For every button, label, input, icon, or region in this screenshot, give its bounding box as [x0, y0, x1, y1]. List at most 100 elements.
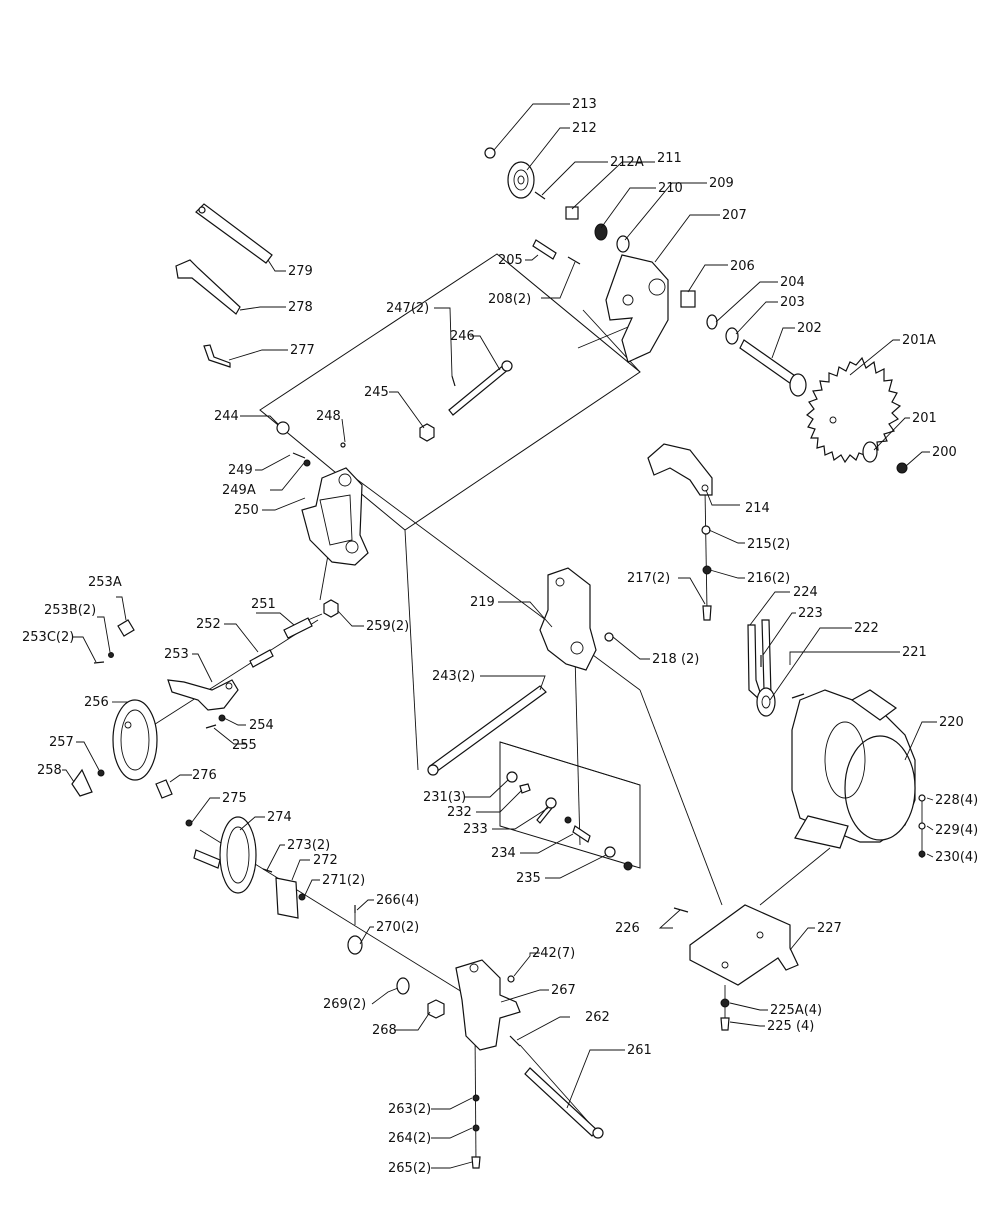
pin-262: [509, 1035, 521, 1047]
label-226: 226: [615, 921, 640, 936]
label-232: 232: [447, 805, 472, 820]
label-214: 214: [745, 501, 770, 516]
washer-263: [472, 1094, 480, 1102]
label-264: 264(2): [388, 1131, 431, 1146]
label-210: 210: [658, 181, 683, 196]
bolt-228: [918, 794, 926, 802]
cam-253A: [117, 619, 135, 637]
label-272: 272: [313, 853, 338, 868]
label-224: 224: [793, 585, 818, 600]
label-246: 246: [450, 329, 475, 344]
pulley-212: [507, 161, 535, 199]
lever-253: [167, 679, 239, 711]
belt-224: [747, 619, 772, 701]
label-268: 268: [372, 1023, 397, 1038]
nut-213: [484, 147, 496, 159]
label-271: 271(2): [322, 873, 365, 888]
label-269: 269(2): [323, 997, 366, 1012]
nut-235b: [623, 861, 633, 871]
label-245: 245: [364, 385, 389, 400]
label-277: 277: [290, 343, 315, 358]
label-249: 249: [228, 463, 253, 478]
shaft-261: [524, 1067, 604, 1139]
label-262: 262: [585, 1010, 610, 1025]
washer-269: [396, 977, 410, 995]
label-207: 207: [722, 208, 747, 223]
label-202: 202: [797, 321, 822, 336]
label-235: 235: [516, 871, 541, 886]
label-258: 258: [37, 763, 62, 778]
parts-art: [71, 147, 926, 1169]
arbor-shaft-202: [739, 339, 807, 397]
label-253B: 253B(2): [44, 603, 96, 618]
sleeve-211: [565, 206, 579, 220]
bearing-210: [594, 223, 608, 241]
washer-271: [298, 893, 306, 901]
label-222: 222: [854, 621, 879, 636]
label-254: 254: [249, 718, 274, 733]
knob-258: [71, 768, 93, 797]
washer-225A: [720, 998, 730, 1008]
washer-209: [616, 235, 630, 253]
label-253C: 253C(2): [22, 630, 74, 645]
motor-plate-227: [689, 904, 799, 986]
screw-265: [471, 1156, 481, 1169]
label-215: 215(2): [747, 537, 790, 552]
nut-242: [507, 975, 515, 983]
label-244: 244: [214, 409, 239, 424]
label-208: 208(2): [488, 292, 531, 307]
label-221: 221: [902, 645, 927, 660]
label-216: 216(2): [747, 571, 790, 586]
washer-235: [604, 846, 616, 858]
label-273: 273(2): [287, 838, 330, 853]
washer-234a: [564, 816, 572, 824]
label-225: 225 (4): [767, 1019, 814, 1034]
label-259: 259(2): [366, 619, 409, 634]
pin-226: [673, 907, 689, 913]
pulley-222: [756, 687, 776, 717]
label-212: 212: [572, 121, 597, 136]
washer-253B: [108, 652, 114, 658]
label-242: 242(7): [532, 946, 575, 961]
label-211: 211: [657, 151, 682, 166]
label-229: 229(4): [935, 823, 978, 838]
label-231: 231(3): [423, 790, 466, 805]
washer-275: [185, 819, 193, 827]
label-203: 203: [780, 295, 805, 310]
label-213: 213: [572, 97, 597, 112]
label-274: 274: [267, 810, 292, 825]
saw-blade-201A: [806, 356, 902, 464]
pin-255: [205, 724, 217, 729]
washer-229: [918, 822, 926, 830]
trunnion-219: [539, 567, 597, 671]
shaft-246: [448, 360, 513, 416]
leader-lines: [62, 103, 937, 1169]
label-217: 217(2): [627, 571, 670, 586]
label-205: 205: [498, 253, 523, 268]
label-267: 267: [551, 983, 576, 998]
screw-217: [702, 605, 712, 621]
washer-264: [472, 1124, 480, 1132]
arbor-bracket-207: [605, 254, 669, 363]
label-279: 279: [288, 264, 313, 279]
label-265: 265(2): [388, 1161, 431, 1176]
label-252: 252: [196, 617, 221, 632]
label-247: 247(2): [386, 301, 429, 316]
screw-251: [283, 613, 323, 639]
label-230: 230(4): [935, 850, 978, 865]
wrench-279: [195, 203, 273, 264]
shaft-243: [427, 685, 547, 776]
o-ring-244: [276, 421, 290, 435]
handwheel-274: [193, 816, 257, 894]
label-276: 276: [192, 768, 217, 783]
bearing-206: [680, 290, 696, 308]
label-223: 223: [798, 606, 823, 621]
label-250: 250: [234, 503, 259, 518]
washer-203: [725, 327, 739, 345]
label-228: 228(4): [935, 793, 978, 808]
nut-268: [427, 999, 445, 1019]
washer-204: [706, 314, 718, 330]
label-218: 218 (2): [652, 652, 699, 667]
label-204: 204: [780, 275, 805, 290]
nut-259: [323, 599, 339, 618]
